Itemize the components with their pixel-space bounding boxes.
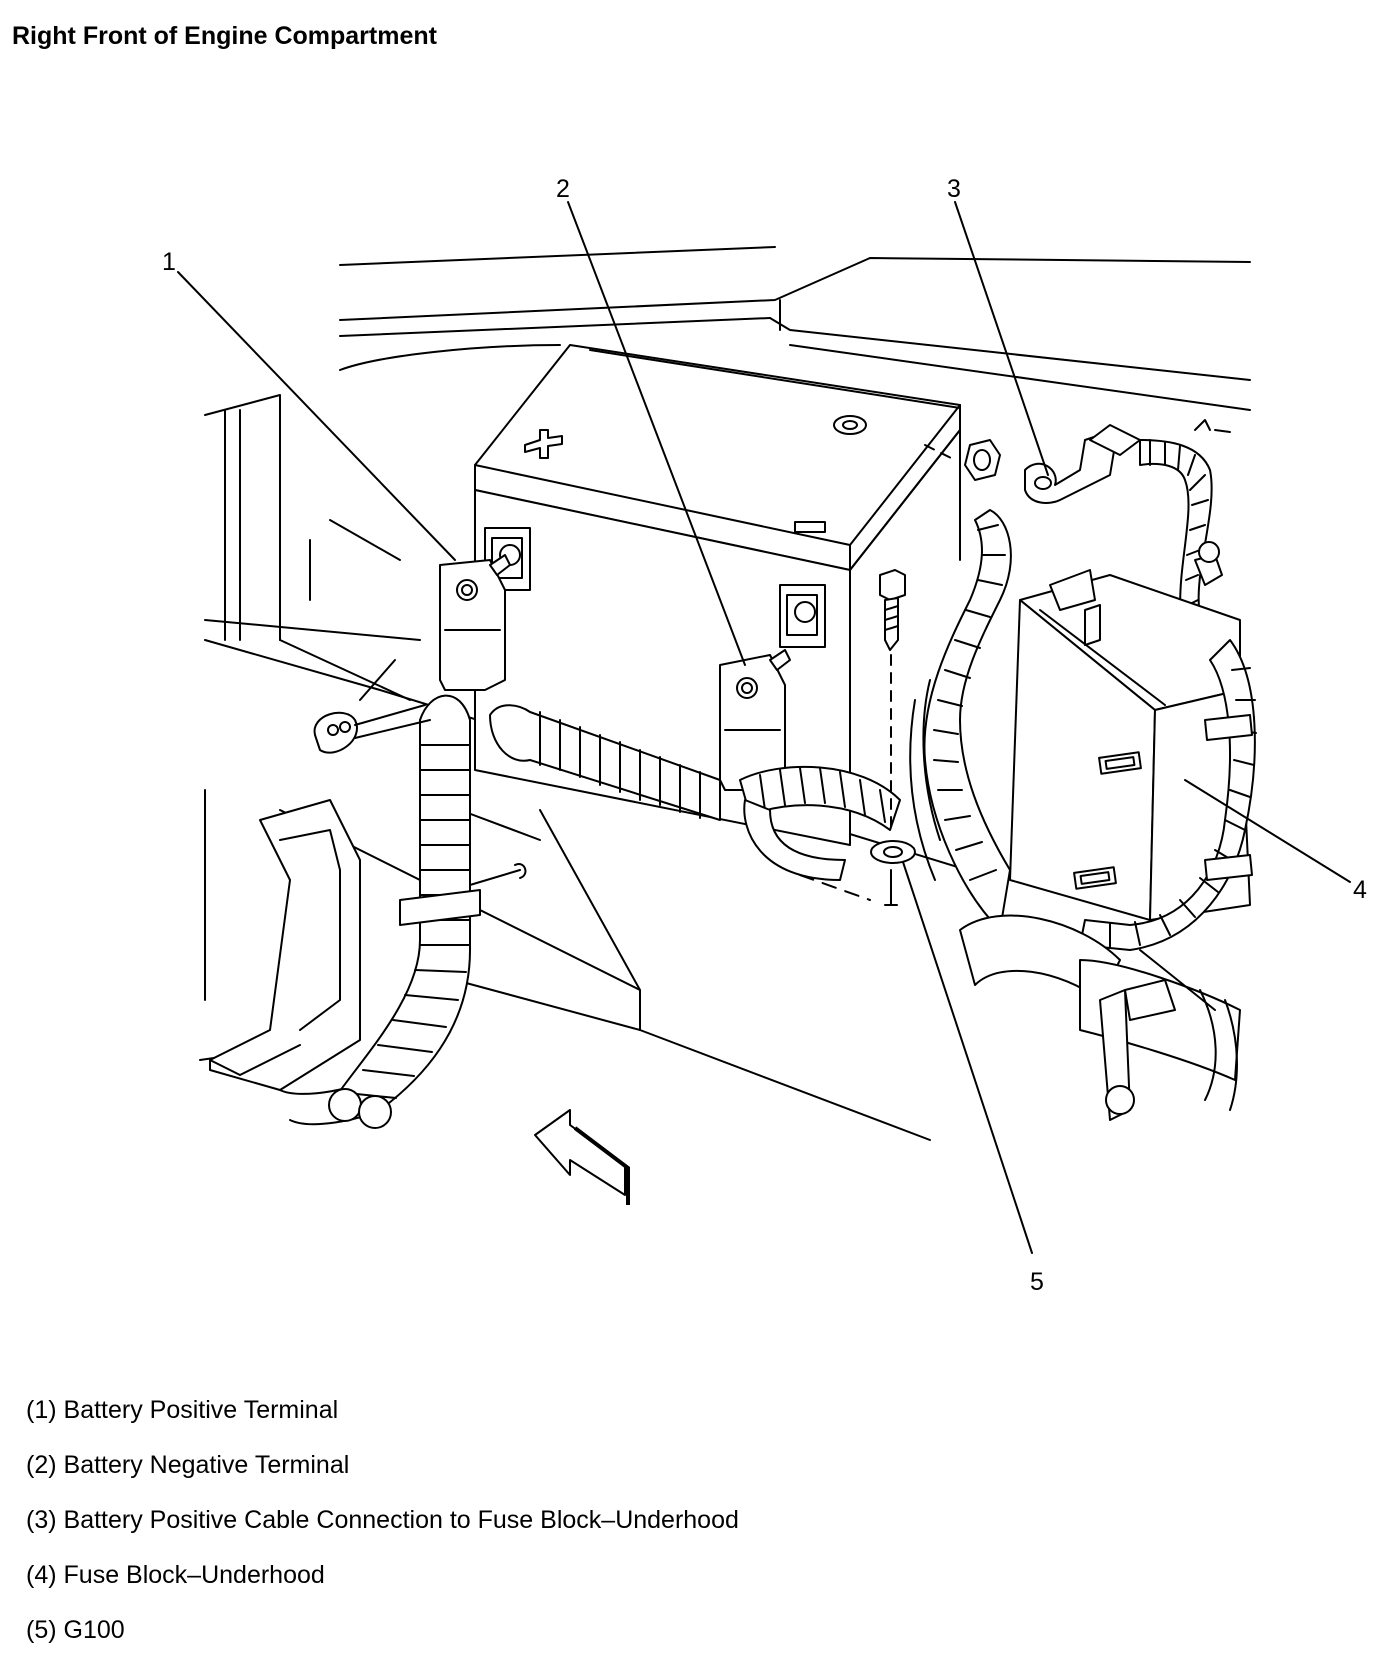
callout-2: 2 — [556, 175, 570, 203]
legend-list: (1) Battery Positive Terminal (2) Batter… — [26, 1395, 739, 1670]
legend-text: G100 — [63, 1616, 125, 1644]
legend-item: (3) Battery Positive Cable Connection to… — [26, 1505, 739, 1560]
callout-3: 3 — [947, 175, 961, 203]
callout-4: 4 — [1353, 876, 1367, 904]
positive-cable-harness — [313, 694, 527, 1129]
leader-line-2 — [567, 201, 746, 666]
body-panel-lines — [199, 246, 1251, 1141]
plus-sign-icon — [524, 429, 563, 459]
callout-5: 5 — [1030, 1268, 1044, 1296]
leader-lines — [177, 201, 1351, 1254]
harness-clip — [399, 889, 481, 926]
legend-number: (2) — [26, 1451, 57, 1479]
leader-line-5 — [902, 861, 1033, 1254]
positive-terminal-clamp — [439, 554, 511, 691]
legend-item: (2) Battery Negative Terminal — [26, 1450, 739, 1505]
legend-item: (5) G100 — [26, 1615, 739, 1670]
legend-number: (1) — [26, 1396, 57, 1424]
legend-text: Battery Negative Terminal — [63, 1451, 350, 1479]
engine-compartment-illustration: 1 2 3 4 5 — [162, 175, 1367, 1296]
leader-line-1 — [177, 271, 456, 561]
legend-number: (5) — [26, 1616, 57, 1644]
small-connector — [313, 711, 358, 754]
leader-line-4 — [1184, 779, 1351, 883]
fender-bracket — [209, 799, 391, 1126]
legend-text: Battery Positive Terminal — [63, 1396, 339, 1424]
wire-bundle — [909, 509, 1241, 1121]
leader-line-3 — [954, 201, 1049, 476]
legend-number: (4) — [26, 1561, 57, 1589]
page-title: Right Front of Engine Compartment — [12, 22, 437, 50]
legend-text: Battery Positive Cable Connection to Fus… — [63, 1506, 739, 1534]
front-direction-arrow — [534, 1109, 630, 1205]
minus-sign-icon — [794, 521, 826, 533]
ground-bolt — [799, 569, 916, 906]
legend-item: (1) Battery Positive Terminal — [26, 1395, 739, 1450]
callout-1: 1 — [162, 248, 176, 276]
horizontal-harness — [489, 704, 901, 881]
fuse-block — [1009, 541, 1257, 951]
legend-item: (4) Fuse Block–Underhood — [26, 1560, 739, 1615]
legend-number: (3) — [26, 1506, 57, 1534]
legend-text: Fuse Block–Underhood — [63, 1561, 325, 1589]
